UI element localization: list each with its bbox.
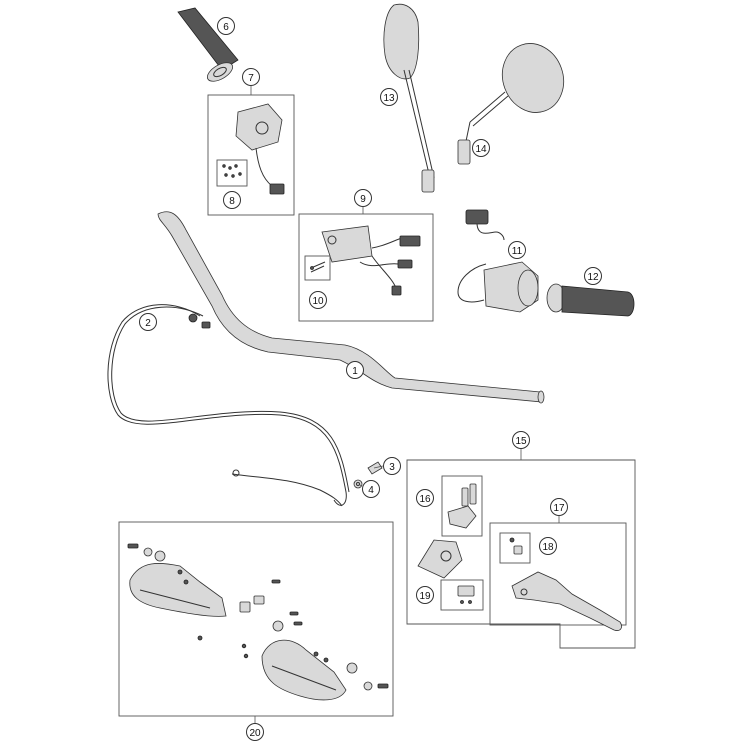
switch-left[interactable] [235, 103, 285, 195]
svg-text:4: 4 [368, 485, 374, 496]
master-cylinder[interactable] [417, 539, 463, 579]
svg-text:13: 13 [383, 93, 395, 104]
callout-12: 12 [584, 267, 602, 285]
svg-text:7: 7 [248, 73, 254, 84]
svg-text:2: 2 [145, 318, 151, 329]
callout-20: 20 [246, 723, 264, 741]
adjuster-nut[interactable] [353, 479, 363, 489]
callout-3: 3 [383, 457, 401, 475]
svg-text:17: 17 [553, 503, 565, 514]
svg-text:14: 14 [475, 144, 487, 155]
callout-14: 14 [472, 139, 490, 157]
callout-1: 1 [346, 361, 364, 379]
clamp-kit-box-16 [441, 475, 483, 537]
callout-9: 9 [354, 189, 372, 207]
screw-kit-box-19 [440, 579, 484, 611]
switch-center[interactable] [321, 225, 421, 296]
lever-kit-box-17 [489, 522, 627, 626]
callout-18: 18 [539, 537, 557, 555]
handguard-box [118, 521, 394, 717]
svg-text:12: 12 [587, 272, 599, 283]
brake-lever[interactable] [511, 571, 622, 631]
mirror-right[interactable] [457, 35, 573, 165]
lever-group-box [406, 459, 636, 649]
callout-13: 13 [380, 88, 398, 106]
handguard-left[interactable] [127, 543, 227, 641]
callout-4: 4 [362, 480, 380, 498]
callout-6: 6 [217, 17, 235, 35]
svg-text:8: 8 [229, 196, 235, 207]
screw-kit-18[interactable] [509, 537, 523, 555]
svg-text:9: 9 [360, 194, 366, 205]
screw-kit-8[interactable] [222, 164, 242, 178]
svg-text:11: 11 [512, 246, 523, 257]
mirror-left[interactable] [383, 3, 435, 193]
callout-11: 11 [508, 241, 526, 259]
svg-text:18: 18 [542, 542, 554, 553]
callout-7: 7 [242, 68, 260, 86]
callout-15: 15 [512, 431, 530, 449]
grip-right[interactable] [546, 283, 635, 317]
handguard-right[interactable] [261, 639, 389, 701]
screw-kit-box-8 [216, 159, 248, 187]
svg-text:3: 3 [389, 462, 395, 473]
svg-text:1: 1 [352, 366, 358, 377]
svg-text:20: 20 [249, 728, 261, 739]
screw-kit-box-10 [304, 255, 331, 281]
svg-text:15: 15 [515, 436, 527, 447]
callout-10: 10 [309, 291, 327, 309]
switch-center-box [298, 213, 434, 322]
callout-19: 19 [416, 586, 434, 604]
callout-17: 17 [550, 498, 568, 516]
screw-kit-19[interactable] [457, 585, 475, 604]
svg-text:10: 10 [312, 296, 324, 307]
svg-text:19: 19 [419, 591, 431, 602]
grip-left[interactable] [177, 7, 239, 85]
switch-right[interactable] [457, 209, 539, 313]
callout-8: 8 [223, 191, 241, 209]
screw-kit-box-18 [499, 532, 531, 564]
svg-text:6: 6 [223, 22, 229, 33]
callout-16: 16 [416, 489, 434, 507]
throttle-cable[interactable] [107, 304, 350, 507]
svg-text:16: 16 [419, 494, 431, 505]
clamp-kit-16[interactable] [447, 483, 477, 529]
screw-kit-10[interactable] [310, 261, 326, 273]
handguard-mount-parts[interactable] [239, 579, 303, 659]
callout-2: 2 [139, 313, 157, 331]
